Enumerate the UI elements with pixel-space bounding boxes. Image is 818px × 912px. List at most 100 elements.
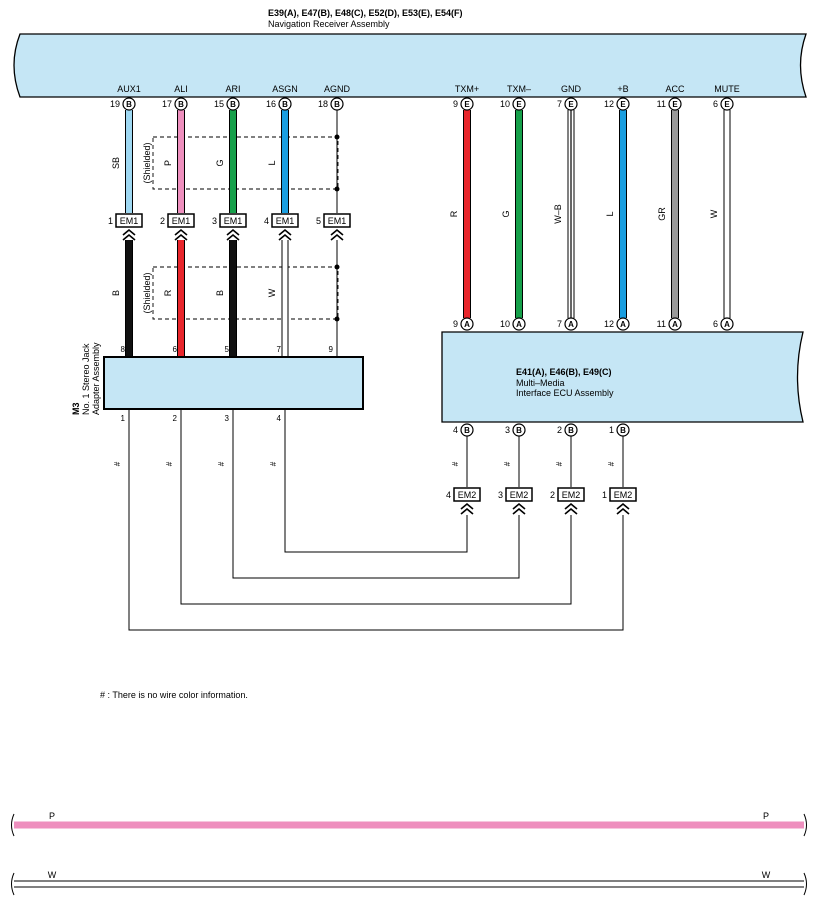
nav-codes: E39(A), E47(B), E48(C), E52(D), E53(E), … — [268, 8, 463, 18]
ecu-pin-bottom-2-circle — [564, 423, 578, 437]
em1-connector-4-box — [271, 213, 299, 228]
nav-pin-label-r-1: TXM– — [507, 84, 531, 94]
em2-connector-2-pin: 2 — [550, 490, 555, 500]
shield-junction-0 — [334, 134, 340, 140]
nav-pin-r-7-circle — [564, 97, 578, 111]
em2-connector-3-label: EM2 — [510, 490, 529, 500]
nav-pin-17-letter: B — [178, 100, 184, 109]
em1-connector-2-box — [167, 213, 195, 228]
ecu-pin-top-6-letter: A — [724, 320, 730, 329]
route-wire-1 — [180, 409, 572, 605]
wire-code-lower-3: W — [267, 288, 277, 297]
em1-connector-5-box — [323, 213, 351, 228]
wire-code-lower-1: R — [163, 289, 173, 296]
jack-bottom-pin-2: 2 — [173, 414, 178, 423]
nav-pin-15-circle — [226, 97, 240, 111]
em1-connector-4-chevron-2 — [278, 233, 292, 241]
nav-pin-18-number: 18 — [318, 99, 328, 109]
shield-junction-3 — [334, 316, 340, 322]
nodes-layer: AUX1SBBB19EM118ALIPRB17EM126ARIGBB15EM13… — [108, 84, 740, 515]
ecu-pin-bottom-4-circle — [460, 423, 474, 437]
em1-connector-4-pin: 4 — [264, 216, 269, 226]
ecu-pin-top-6-circle — [720, 317, 734, 331]
em1-connector-1-pin: 1 — [108, 216, 113, 226]
em2-connector-4-chevron-1 — [460, 502, 474, 510]
em1-connector-5-chevron-1 — [330, 228, 344, 236]
nav-pin-r-6-circle — [720, 97, 734, 111]
nav-pin-17-number: 17 — [162, 99, 172, 109]
em1-connector-5-pin: 5 — [316, 216, 321, 226]
em2-connector-1-label: EM2 — [614, 490, 633, 500]
nav-name: Navigation Receiver Assembly — [268, 19, 390, 29]
em1-connector-3-box — [219, 213, 247, 228]
shield-label-lower: (Shielded) — [142, 272, 152, 313]
nav-pin-r-11-circle — [668, 97, 682, 111]
em2-connector-4-label: EM2 — [458, 490, 477, 500]
legend-code-right-0: P — [763, 811, 769, 821]
nav-pin-r-9-letter: E — [464, 100, 470, 109]
ecu-name2: Interface ECU Assembly — [516, 388, 614, 398]
jack-pin-6: 6 — [173, 345, 178, 354]
wire-code-upper-3: L — [267, 160, 277, 165]
em1-connector-1-label: EM1 — [120, 216, 139, 226]
ecu-pin-top-9-circle — [460, 317, 474, 331]
em1-connector-1-box — [115, 213, 143, 228]
wire-code-right-4: GR — [657, 207, 667, 221]
stereo-jack-block — [103, 356, 364, 410]
ecu-pin-bottom-2-number: 2 — [557, 425, 562, 435]
ecu-pin-bottom-1-letter: B — [620, 426, 626, 435]
ecu-pin-bottom-3-number: 3 — [505, 425, 510, 435]
nav-pin-r-9-number: 9 — [453, 99, 458, 109]
shield-label-upper: (Shielded) — [142, 142, 152, 183]
nav-pin-19-letter: B — [126, 100, 132, 109]
nav-pin-15-letter: B — [230, 100, 236, 109]
em1-connector-5-chevron-2 — [330, 233, 344, 241]
nav-pin-16-letter: B — [282, 100, 288, 109]
ecu-pin-top-10-circle — [512, 317, 526, 331]
ecu-pin-bottom-1-circle — [616, 423, 630, 437]
em2-connector-1-chevron-1 — [616, 502, 630, 510]
em2-connector-3-pin: 3 — [498, 490, 503, 500]
nav-pin-r-6-letter: E — [724, 100, 730, 109]
shield-junction-2 — [334, 264, 340, 270]
em1-connector-2-chevron-2 — [174, 233, 188, 241]
nav-pin-label-asgn: ASGN — [272, 84, 298, 94]
legend-break-left-1 — [11, 872, 15, 896]
ecu-pin-top-7-number: 7 — [557, 319, 562, 329]
em2-connector-3-box — [505, 487, 533, 502]
ecu-pin-top-6-number: 6 — [713, 319, 718, 329]
ecu-codes: E41(A), E46(B), E49(C) — [516, 367, 612, 377]
ecu-pin-bottom-2-letter: B — [568, 426, 574, 435]
nav-pin-r-7-letter: E — [568, 100, 574, 109]
legend-code-left-0: P — [49, 811, 55, 821]
nav-pin-label-r-5: MUTE — [714, 84, 740, 94]
route-wire-3 — [284, 409, 468, 553]
nav-pin-r-7-number: 7 — [557, 99, 562, 109]
ecu-pin-top-11-letter: A — [672, 320, 678, 329]
nav-pin-19-number: 19 — [110, 99, 120, 109]
jack-wire-code-3: # — [269, 461, 278, 466]
wire-code-right-5: W — [709, 209, 719, 218]
nav-pin-17-circle — [174, 97, 188, 111]
legend-code-left-1: W — [48, 870, 57, 880]
em1-connector-4-chevron-1 — [278, 228, 292, 236]
em2-connector-3-chevron-2 — [512, 507, 526, 515]
nav-pin-18-letter: B — [334, 100, 340, 109]
nav-receiver-block — [13, 33, 807, 98]
em2-connector-2-chevron-1 — [564, 502, 578, 510]
nav-pin-r-11-number: 11 — [657, 99, 666, 109]
jack-wire-code-1: # — [165, 461, 174, 466]
jack-name1: No. 1 Stereo Jack — [81, 343, 91, 415]
jack-pin-8: 8 — [121, 345, 126, 354]
em2-connector-3-chevron-1 — [512, 502, 526, 510]
nav-pin-r-12-number: 12 — [604, 99, 614, 109]
nav-pin-label-agnd: AGND — [324, 84, 351, 94]
wire-code-right-3: L — [605, 211, 615, 216]
jack-bottom-pin-4: 4 — [277, 414, 282, 423]
em1-connector-4-label: EM1 — [276, 216, 295, 226]
wire-code-right-1: G — [501, 210, 511, 217]
nav-pin-label-aux1: AUX1 — [117, 84, 141, 94]
nav-pin-r-6-number: 6 — [713, 99, 718, 109]
em2-connector-1-box — [609, 487, 637, 502]
